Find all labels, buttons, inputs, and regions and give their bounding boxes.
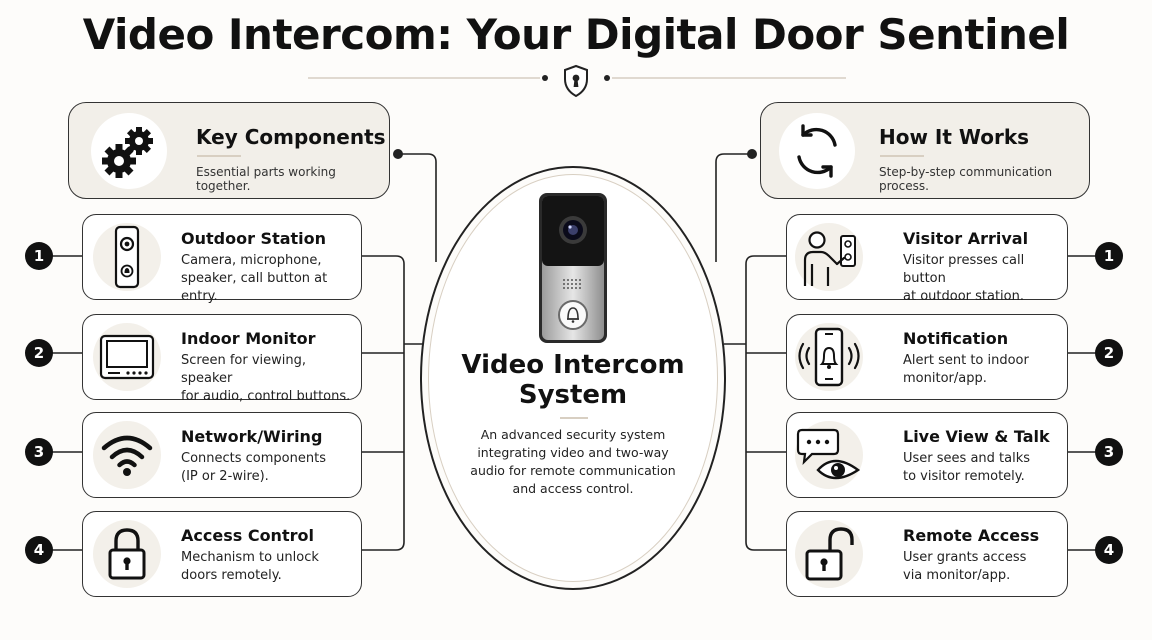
chat-eye-icon bbox=[796, 428, 861, 480]
phone-bell-icon bbox=[798, 327, 860, 387]
component-number-badge: 4 bbox=[25, 536, 53, 564]
component-title: Outdoor Station bbox=[181, 229, 327, 248]
doorbell-device-icon bbox=[539, 193, 607, 343]
center-description: An advanced security system integrating … bbox=[470, 427, 676, 496]
page-title: Video Intercom: Your Digital Door Sentin… bbox=[82, 10, 1070, 59]
step-card-visitor-arrival: Visitor Arrival Visitor presses call but… bbox=[786, 214, 1068, 304]
key-components-title: Key Components bbox=[196, 125, 386, 149]
component-title: Network/Wiring bbox=[181, 427, 323, 446]
title-underline bbox=[197, 155, 241, 157]
visitor-icon bbox=[803, 231, 856, 286]
gears-icon bbox=[102, 127, 153, 178]
step-number-badge: 3 bbox=[1095, 438, 1123, 466]
component-description: Screen for viewing, speaker for audio, c… bbox=[181, 353, 351, 404]
step-description: Visitor presses call button at outdoor s… bbox=[903, 253, 1025, 304]
step-description: User grants access via monitor/app. bbox=[903, 550, 1027, 583]
how-it-works-header: How It Works Step-by-step communication … bbox=[760, 102, 1090, 199]
monitor-icon bbox=[99, 334, 155, 380]
component-title: Access Control bbox=[181, 526, 314, 545]
step-title: Remote Access bbox=[903, 526, 1040, 545]
how-it-works-title: How It Works bbox=[879, 125, 1030, 149]
component-card-outdoor-station: Outdoor Station Camera, microphone, spea… bbox=[82, 214, 362, 304]
component-card-access-control: Access Control Mechanism to unlock doors… bbox=[82, 511, 362, 597]
step-title: Visitor Arrival bbox=[903, 229, 1029, 248]
component-number-badge: 2 bbox=[25, 339, 53, 367]
step-description: Alert sent to indoor monitor/app. bbox=[903, 353, 1029, 386]
component-number-badge: 1 bbox=[25, 242, 53, 270]
phone-bell-icon-circle bbox=[795, 323, 863, 391]
unlock-icon bbox=[805, 527, 854, 581]
step-number-badge: 2 bbox=[1095, 339, 1123, 367]
step-title: Live View & Talk bbox=[903, 427, 1050, 446]
key-components-header: Key Components Essential parts working t… bbox=[68, 102, 390, 199]
step-description: User sees and talks to visitor remotely. bbox=[903, 451, 1031, 484]
component-description: Mechanism to unlock doors remotely. bbox=[181, 550, 319, 583]
center-underline bbox=[560, 417, 588, 419]
component-title: Indoor Monitor bbox=[181, 329, 316, 348]
step-number-badge: 1 bbox=[1095, 242, 1123, 270]
wifi-icon bbox=[101, 435, 153, 476]
key-components-subtitle: Essential parts working together. bbox=[196, 165, 336, 193]
wifi-icon-circle bbox=[93, 421, 161, 489]
step-card-notification: Notification Alert sent to indoor monito… bbox=[786, 314, 1068, 400]
component-number-badge: 3 bbox=[25, 438, 53, 466]
component-card-indoor-monitor: Indoor Monitor Screen for viewing, speak… bbox=[82, 314, 362, 404]
center-title: Video Intercom System bbox=[461, 350, 685, 410]
padlock-icon bbox=[108, 528, 146, 580]
gears-icon-circle bbox=[91, 113, 167, 189]
outdoor-station-icon bbox=[114, 225, 140, 289]
step-card-live-view-talk: Live View & Talk User sees and talks to … bbox=[786, 412, 1068, 498]
visitor-icon-circle bbox=[795, 223, 863, 291]
cycle-icon-circle bbox=[779, 113, 855, 189]
cycle-arrows-icon bbox=[797, 124, 837, 178]
monitor-icon-circle bbox=[93, 323, 161, 391]
unlock-icon-circle bbox=[795, 520, 863, 588]
component-card-network-wiring: Network/Wiring Connects components (IP o… bbox=[82, 412, 362, 498]
shield-keyhole-icon bbox=[564, 64, 588, 98]
chat-eye-icon-circle bbox=[795, 421, 863, 489]
title-underline bbox=[880, 155, 924, 157]
component-description: Camera, microphone, speaker, call button… bbox=[181, 253, 328, 304]
how-it-works-subtitle: Step-by-step communication process. bbox=[879, 165, 1053, 193]
step-title: Notification bbox=[903, 329, 1009, 348]
padlock-icon-circle bbox=[93, 520, 161, 588]
outdoor-station-icon-circle bbox=[93, 223, 161, 291]
step-card-remote-access: Remote Access User grants access via mon… bbox=[786, 511, 1068, 597]
component-description: Connects components (IP or 2-wire). bbox=[181, 451, 326, 484]
step-number-badge: 4 bbox=[1095, 536, 1123, 564]
